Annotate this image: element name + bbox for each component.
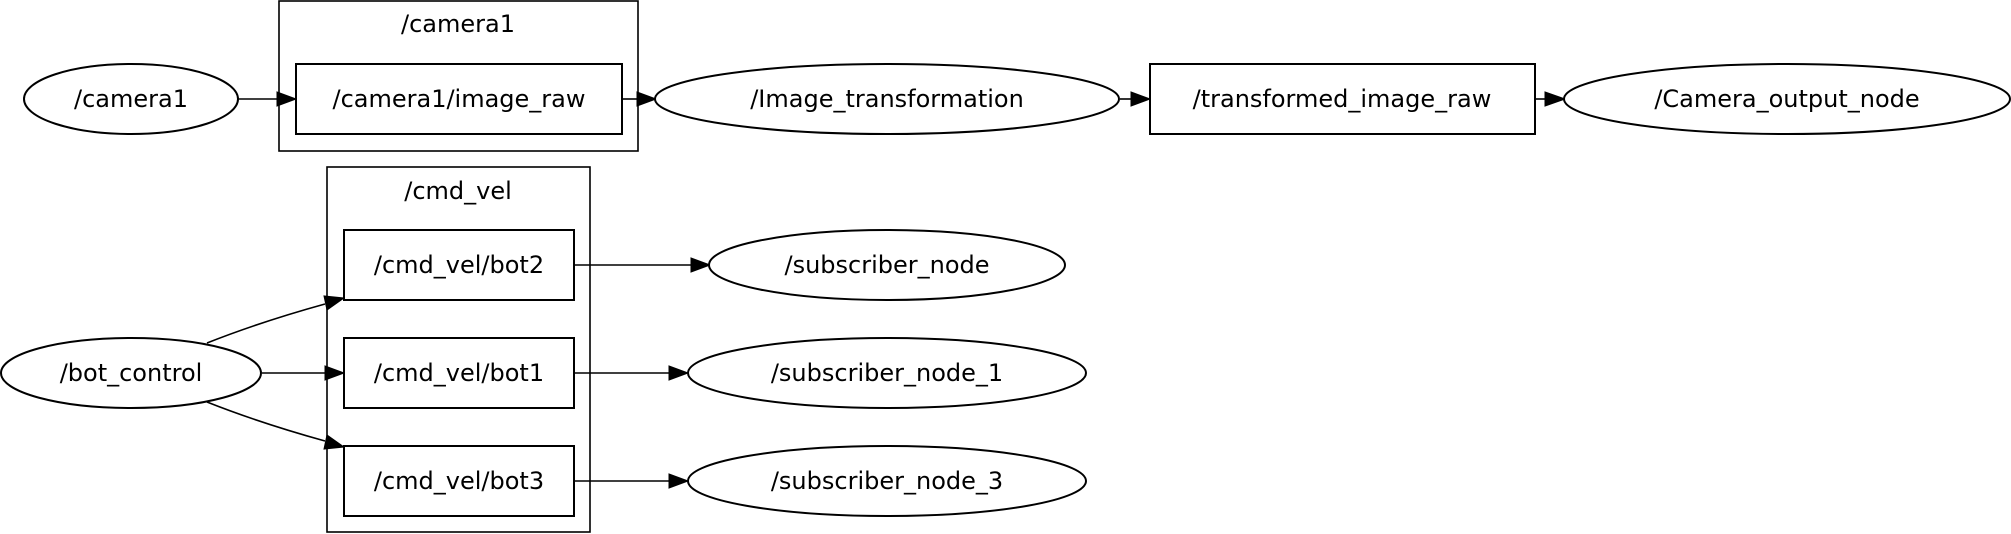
node-bot-control-label: /bot_control [60,359,203,387]
cluster-cmd-vel-title: /cmd_vel [404,177,512,205]
topic-cmd-vel-bot2[interactable]: /cmd_vel/bot2 [343,229,575,301]
topic-camera1-image-raw-box[interactable] [295,63,623,135]
topic-cmd-vel-bot1-box[interactable] [343,337,575,409]
node-subscriber-node[interactable]: /subscriber_node [708,229,1066,301]
cluster-cmd-vel: /cmd_vel [326,166,591,533]
edge-arrowhead [1544,91,1567,107]
topic-transformed-image-raw-label: /transformed_image_raw [1193,85,1492,113]
node-subscriber-node-label: /subscriber_node [784,251,989,279]
topic-cmd-vel-bot2-label: /cmd_vel/bot2 [374,251,544,279]
node-camera-output-node-ellipse[interactable] [1563,63,2011,135]
node-camera-output-node[interactable]: /Camera_output_node [1563,63,2011,135]
topic-cmd-vel-bot1-label: /cmd_vel/bot1 [374,359,544,387]
edges [206,91,1567,489]
edge-bot-control-to-bot2 [206,303,326,344]
topic-cmd-vel-bot1[interactable]: /cmd_vel/bot1 [343,337,575,409]
node-subscriber-node-1[interactable]: /subscriber_node_1 [687,337,1087,409]
cluster-cmd-vel-frame [326,166,591,533]
edge-arrowhead [324,365,346,381]
node-bot-control-ellipse[interactable] [0,337,262,409]
topic-camera1-image-raw-label: /camera1/image_raw [332,85,585,113]
node-subscriber-node-3-ellipse[interactable] [687,445,1087,517]
node-camera-output-node-label: /Camera_output_node [1654,85,1919,113]
node-image-transformation-label: /Image_transformation [750,85,1024,113]
cluster-camera1: /camera1 [278,0,639,152]
topic-transformed-image-raw[interactable]: /transformed_image_raw [1149,63,1536,135]
node-bot-control[interactable]: /bot_control [0,337,262,409]
node-subscriber-node-3-label: /subscriber_node_3 [771,467,1003,495]
edge-arrowhead [276,91,298,107]
edge-arrowhead [323,295,346,311]
node-image-transformation[interactable]: /Image_transformation [654,63,1120,135]
node-camera1-ellipse[interactable] [23,63,239,135]
edge-arrowhead [668,365,690,381]
node-camera1-label: /camera1 [74,85,188,113]
edge-arrowhead [323,434,346,450]
node-image-transformation-ellipse[interactable] [654,63,1120,135]
topic-cmd-vel-bot3-box[interactable] [343,445,575,517]
node-subscriber-node-1-label: /subscriber_node_1 [771,359,1003,387]
edge-bot-control-to-bot3 [206,401,326,442]
edge-arrowhead [668,473,690,489]
topic-camera1-image-raw[interactable]: /camera1/image_raw [295,63,623,135]
edge-arrowhead [1130,91,1152,107]
node-camera1[interactable]: /camera1 [23,63,239,135]
edge-arrowhead [636,91,658,107]
cluster-camera1-frame [278,0,639,152]
topic-cmd-vel-bot3-label: /cmd_vel/bot3 [374,467,544,495]
topic-cmd-vel-bot2-box[interactable] [343,229,575,301]
node-subscriber-node-3[interactable]: /subscriber_node_3 [687,445,1087,517]
topic-transformed-image-raw-box[interactable] [1149,63,1536,135]
node-subscriber-node-1-ellipse[interactable] [687,337,1087,409]
cluster-camera1-title: /camera1 [401,10,515,38]
edge-arrowhead [690,257,712,273]
node-subscriber-node-ellipse[interactable] [708,229,1066,301]
topic-cmd-vel-bot3[interactable]: /cmd_vel/bot3 [343,445,575,517]
